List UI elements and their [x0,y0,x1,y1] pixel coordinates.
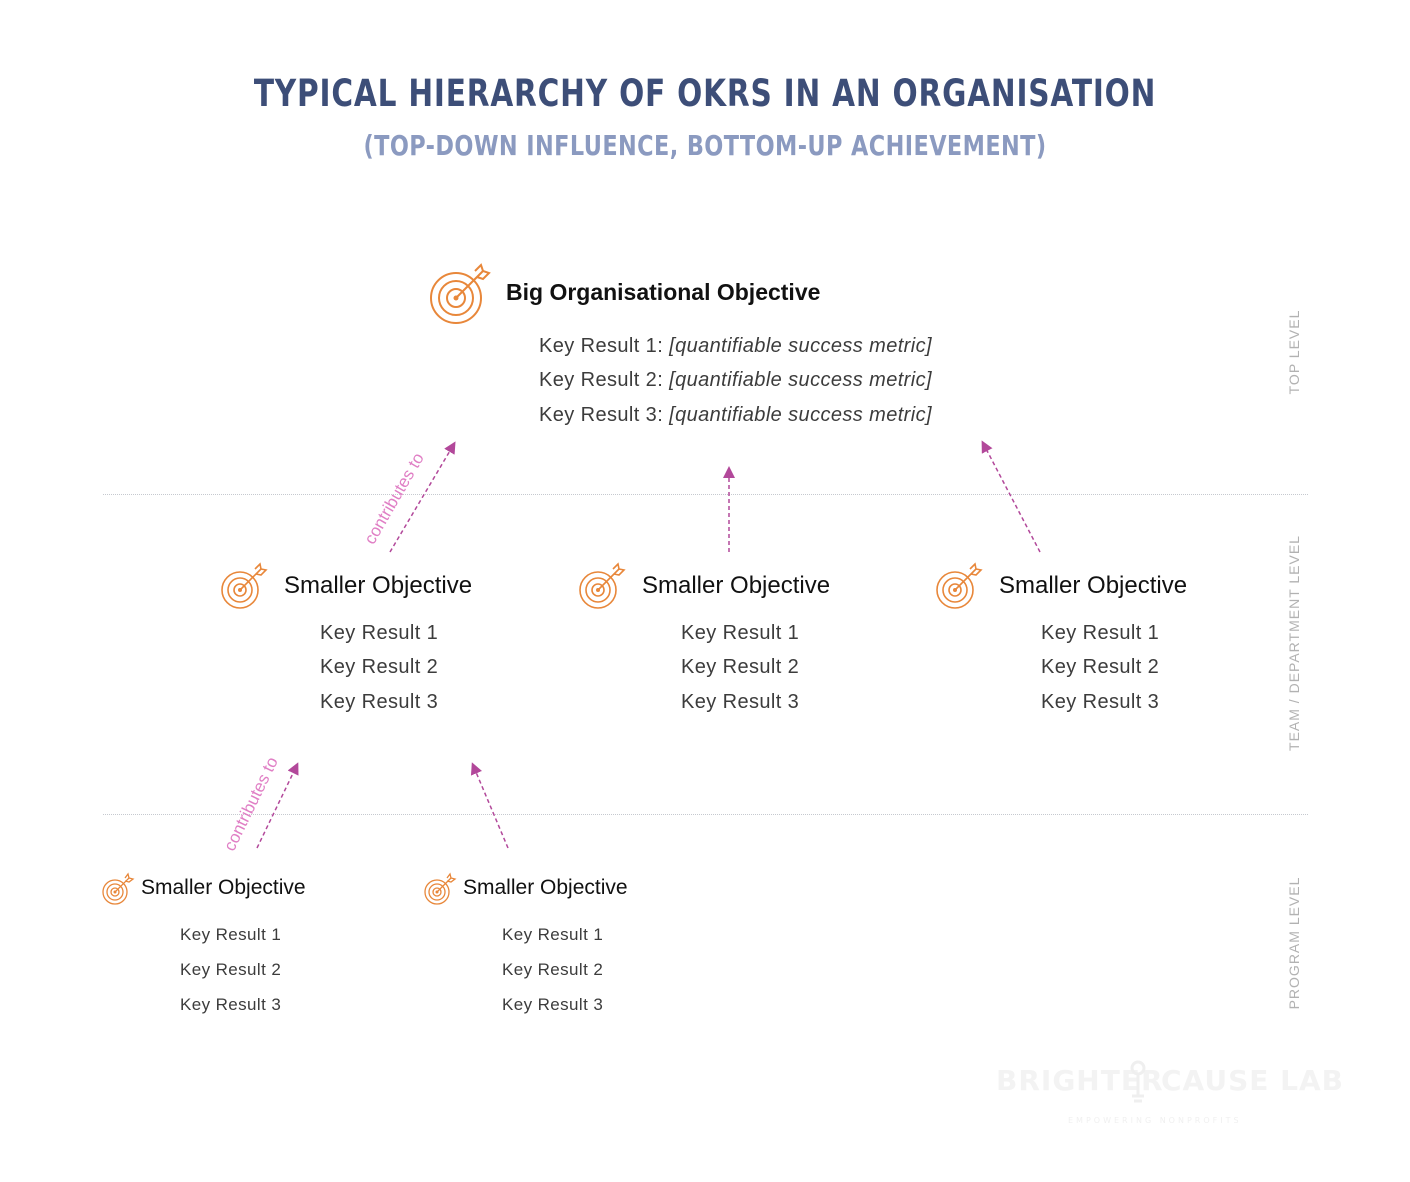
key-result-label: Key Result 2: [539,369,664,391]
program-objective-1-kr-1: Key Result 1 [180,925,282,944]
program-objective-2-icon [423,872,457,910]
team-objective-3-kr-2: Key Result 2 [1041,656,1160,678]
team-objective-3-kr-3: Key Result 3 [1041,691,1160,713]
program-objective-2-title: Smaller Objective [463,876,628,899]
key-result-label: Key Result 3: [539,404,664,426]
key-result-label: Key Result 1: [539,335,664,357]
program-objective-1-icon [101,872,135,910]
team-objective-3-icon [935,562,985,614]
team-objective-1-kr-3: Key Result 3 [320,691,439,713]
key-result-metric: [quantifiable success metric] [669,335,932,357]
top-key-result-3: Key Result 3: [quantifiable success metr… [539,404,932,427]
team-objective-1-kr-2: Key Result 2 [320,656,439,678]
team-objective-2-kr-2: Key Result 2 [681,656,800,678]
program-objective-1-title: Smaller Objective [141,876,306,899]
level-label-program: PROGRAM LEVEL [1286,876,1302,1010]
level-divider-top [103,494,1308,495]
diagram-title: TYPICAL HIERARCHY OF OKRS IN AN ORGANISA… [253,72,1157,115]
team-objective-2-kr-1: Key Result 1 [681,622,800,644]
contributes-to-label-upper: contributes to [360,449,428,548]
level-label-top: TOP LEVEL [1286,309,1302,395]
team-objective-1-title: Smaller Objective [284,572,473,599]
program-objective-2-kr-1: Key Result 1 [502,925,604,944]
logo-text-right: CAUSE LAB [1161,1064,1344,1097]
diagram-subtitle: (TOP-DOWN INFLUENCE, BOTTOM-UP ACHIEVEME… [363,129,1047,162]
team-objective-1-icon [220,562,270,614]
top-key-result-2: Key Result 2: [quantifiable success metr… [539,369,932,392]
arrow-program2-to-team1 [470,762,509,849]
top-objective-icon [428,262,494,330]
program-objective-1-kr-3: Key Result 3 [180,995,282,1014]
program-objective-2-kr-2: Key Result 2 [502,960,604,979]
level-divider-bottom [103,814,1308,815]
top-objective-title: Big Organisational Objective [506,279,821,305]
level-label-team: TEAM / DEPARTMENT LEVEL [1286,535,1302,751]
team-objective-2-title: Smaller Objective [642,572,831,599]
logo-text-left: BRIGHTER [996,1064,1164,1097]
team-objective-2-kr-3: Key Result 3 [681,691,800,713]
brighter-cause-lab-logo: BRIGHTER CAUSE LAB EMPOWERING NONPROFITS [996,1060,1343,1130]
team-objective-3-title: Smaller Objective [999,572,1188,599]
program-objective-2-kr-3: Key Result 3 [502,995,604,1014]
lightbulb-icon [1130,1060,1146,1103]
key-result-metric: [quantifiable success metric] [669,369,932,391]
top-key-result-1: Key Result 1: [quantifiable success metr… [539,335,932,358]
program-objective-1-kr-2: Key Result 2 [180,960,282,979]
team-objective-3-kr-1: Key Result 1 [1041,622,1160,644]
contributes-to-label-lower: contributes to [220,753,282,854]
team-objective-2-icon [578,562,628,614]
logo-tagline: EMPOWERING NONPROFITS [1068,1116,1242,1125]
arrow-team3-to-top [981,440,1041,553]
team-objective-1-kr-1: Key Result 1 [320,622,439,644]
key-result-metric: [quantifiable success metric] [669,404,932,426]
